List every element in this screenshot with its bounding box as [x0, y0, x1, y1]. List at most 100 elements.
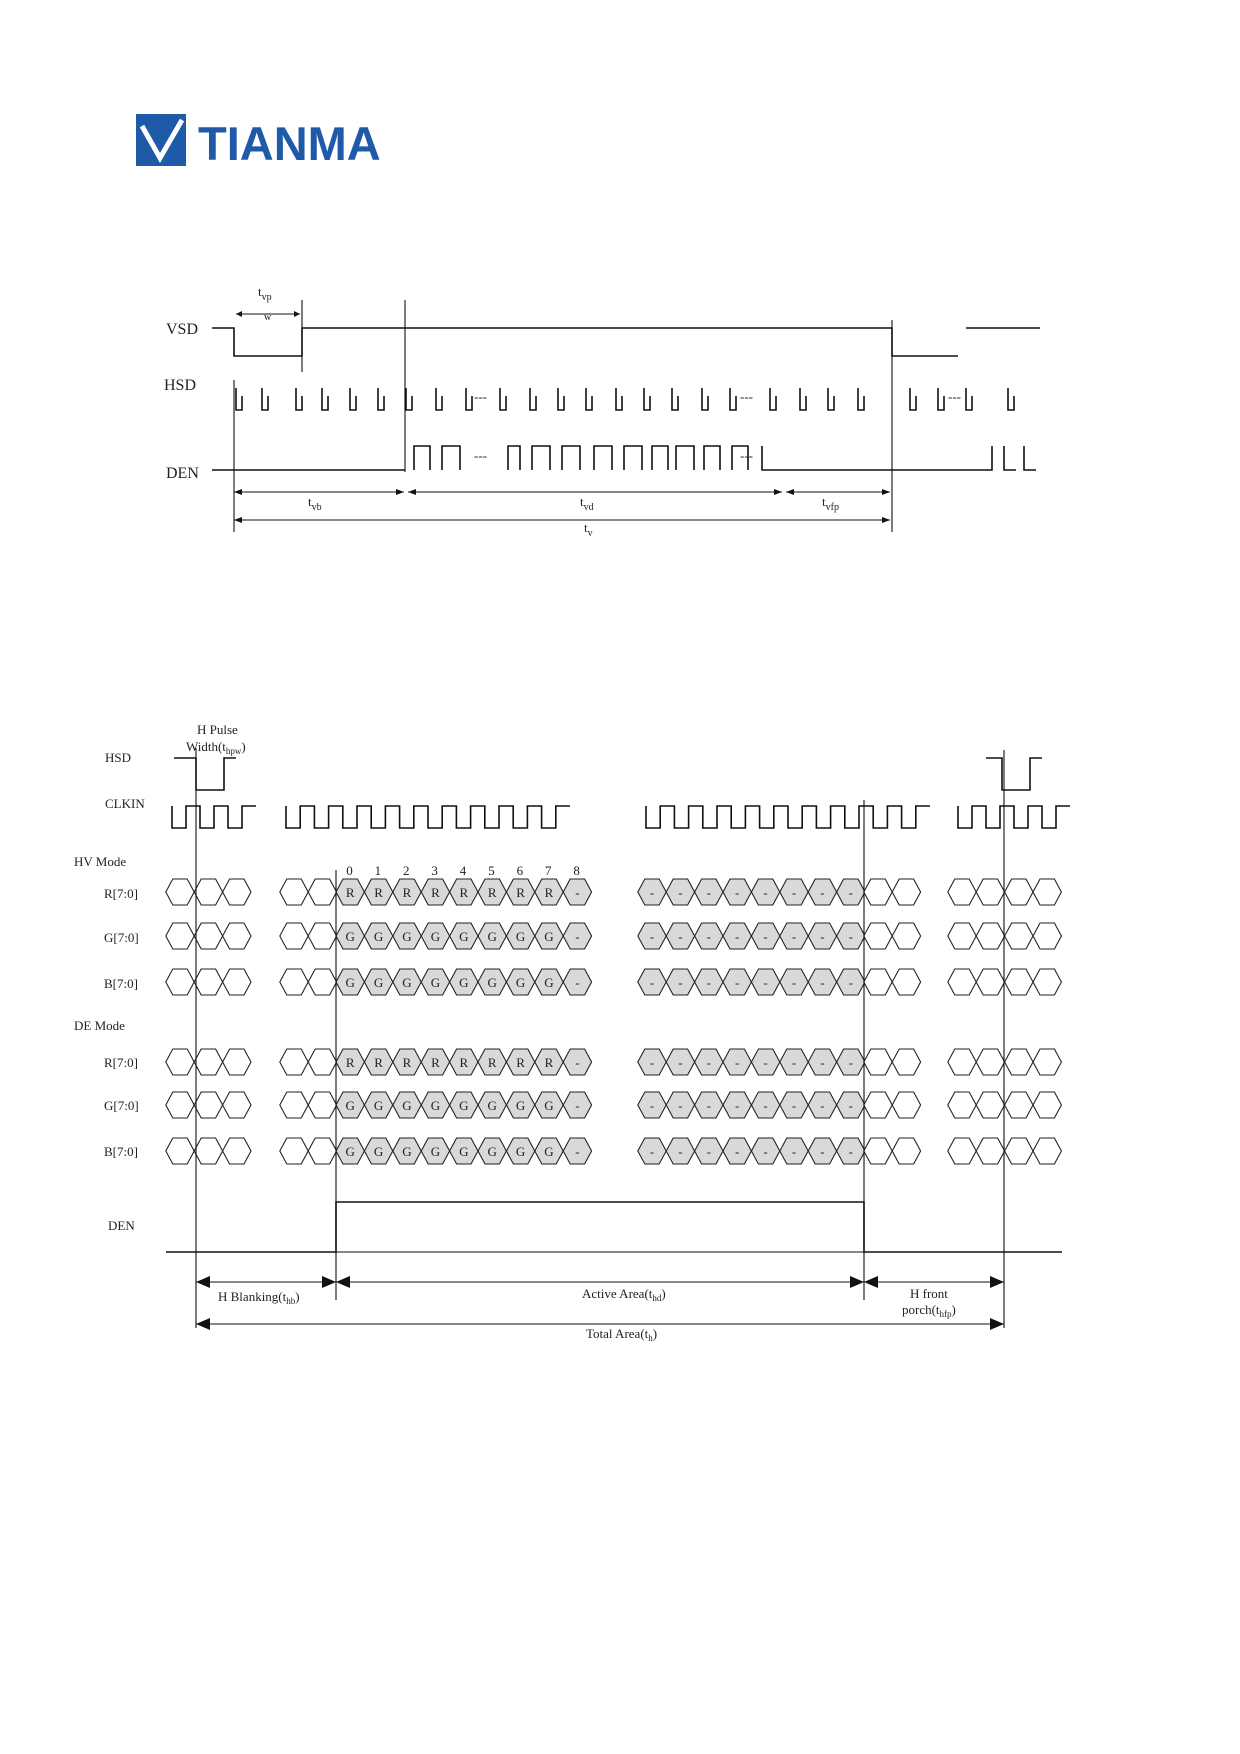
- ht-cell-text: R: [459, 885, 468, 900]
- ht-cell-text: G: [346, 1144, 355, 1159]
- ht-pixel-index: 1: [375, 863, 382, 878]
- vt-hsd-pulse: [435, 388, 443, 411]
- ht-active-area-arrow-head-left: [336, 1276, 350, 1288]
- ht-cell-text: -: [707, 1098, 711, 1113]
- ht-cell-text: -: [735, 1055, 739, 1070]
- ht-cell-text: -: [792, 1098, 796, 1113]
- ht-hex-blank: [221, 922, 252, 950]
- ht-hex-blank: [165, 922, 195, 950]
- ht-total-area-arrow-head-right: [990, 1318, 1004, 1330]
- ht-cell-text: -: [763, 929, 767, 944]
- vt-hsd-pulse: [857, 388, 865, 411]
- ht-hsd-waveform-left: [174, 757, 236, 791]
- ht-cell-text: -: [650, 1055, 654, 1070]
- ht-de-r-label: R[7:0]: [104, 1055, 138, 1070]
- ht-hex-blank: [221, 878, 252, 906]
- ht-cell-text: G: [488, 1098, 497, 1113]
- ht-hex-blank: [863, 1048, 893, 1076]
- ht-hex-blank: [193, 1048, 224, 1076]
- ht-hex-blank: [221, 1048, 252, 1076]
- ht-cell-text: R: [346, 1055, 355, 1070]
- ht-hex-data: [562, 878, 593, 906]
- ht-cell-text: -: [678, 929, 682, 944]
- ht-cell-text: -: [735, 1144, 739, 1159]
- ht-cell-text: G: [488, 975, 497, 990]
- ht-hex-blank: [863, 1091, 893, 1119]
- ht-hex-blank: [193, 878, 224, 906]
- ht-hex-blank: [307, 1048, 338, 1076]
- ht-hex-blank: [1032, 968, 1063, 996]
- vt-den-pulse: [593, 445, 613, 470]
- ht-cell-text: -: [707, 975, 711, 990]
- vt-vsd-waveform: [212, 327, 958, 357]
- ht-h-front-porch-arrow-head-right: [990, 1276, 1004, 1288]
- tianma-logo: TIANMA: [136, 114, 381, 168]
- ht-cell-text: -: [650, 975, 654, 990]
- ht-cell-text: G: [431, 929, 440, 944]
- ht-cell-text: G: [346, 929, 355, 944]
- vt-den-pulse: [623, 445, 643, 470]
- vt-hsd-label: HSD: [164, 377, 196, 394]
- vt-pulse-arrowhead-left: [236, 311, 242, 317]
- vt-den-pulse: [441, 445, 461, 470]
- vt-front-porch-label: tvfp: [822, 494, 839, 513]
- ht-hex-blank: [1003, 878, 1034, 906]
- ht-cell-text: R: [488, 885, 497, 900]
- ht-cell-text: -: [820, 975, 824, 990]
- ht-cell-text: G: [516, 1098, 525, 1113]
- ht-cell-text: G: [374, 1144, 383, 1159]
- ht-cell-text: G: [431, 975, 440, 990]
- ht-hex-data: [562, 1137, 593, 1165]
- vt-hsd-pulse: [701, 388, 709, 411]
- ht-cell-text: G: [402, 975, 411, 990]
- ht-cell-text: -: [650, 1144, 654, 1159]
- ht-cell-text: -: [650, 929, 654, 944]
- ht-cell-text: -: [792, 975, 796, 990]
- vt-front-porch-arrow-head-right: [882, 489, 890, 495]
- vt-hsd-pulse: [671, 388, 679, 411]
- vt-hsd-pulse: [643, 388, 651, 411]
- ht-hex-blank: [1003, 1091, 1034, 1119]
- ht-hex-blank: [1003, 1137, 1034, 1165]
- ht-cell-text: -: [849, 885, 853, 900]
- ht-clkin-waveform: [171, 805, 1070, 829]
- ht-hex-blank: [1032, 1091, 1063, 1119]
- vt-hsd-ellipsis-1: ---: [474, 389, 487, 404]
- ht-hex-blank: [863, 922, 893, 950]
- ht-cell-text: -: [849, 975, 853, 990]
- vt-hsd-pulse: [529, 388, 537, 411]
- ht-cell-text: -: [792, 929, 796, 944]
- vt-hsd-pulse: [729, 388, 737, 411]
- vt-hsd-pulse: [1007, 388, 1015, 411]
- ht-porch-label: porch(thfp): [902, 1302, 956, 1319]
- ht-cell-text: R: [374, 1055, 383, 1070]
- ht-cell-text: G: [488, 1144, 497, 1159]
- vt-total-label: tv: [584, 520, 593, 539]
- ht-cell-text: -: [707, 929, 711, 944]
- ht-cell-text: G: [346, 1098, 355, 1113]
- ht-hv-b-label: B[7:0]: [104, 976, 138, 991]
- vt-hsd-pulse: [349, 388, 357, 411]
- ht-cell-text: G: [488, 929, 497, 944]
- ht-hex-blank: [307, 1137, 338, 1165]
- ht-cell-text: -: [678, 1098, 682, 1113]
- ht-hex-blank: [891, 1091, 922, 1119]
- ht-cell-text: G: [374, 929, 383, 944]
- ht-cell-text: G: [402, 1144, 411, 1159]
- ht-cell-text: -: [678, 885, 682, 900]
- ht-cell-text: -: [575, 885, 579, 900]
- ht-hex-blank: [221, 1137, 252, 1165]
- ht-hex-blank: [279, 1137, 309, 1165]
- vt-den-pulse: [731, 445, 749, 470]
- vt-den-pulse: [703, 445, 721, 470]
- ht-hex-blank: [975, 878, 1006, 906]
- vt-hsd-pulse: [937, 388, 945, 411]
- ht-hex-blank: [975, 922, 1006, 950]
- ht-hex-data: [562, 1048, 593, 1076]
- vt-den-pulse: [531, 445, 551, 470]
- ht-cell-text: -: [820, 929, 824, 944]
- ht-cell-text: G: [459, 975, 468, 990]
- ht-cell-text: -: [820, 1144, 824, 1159]
